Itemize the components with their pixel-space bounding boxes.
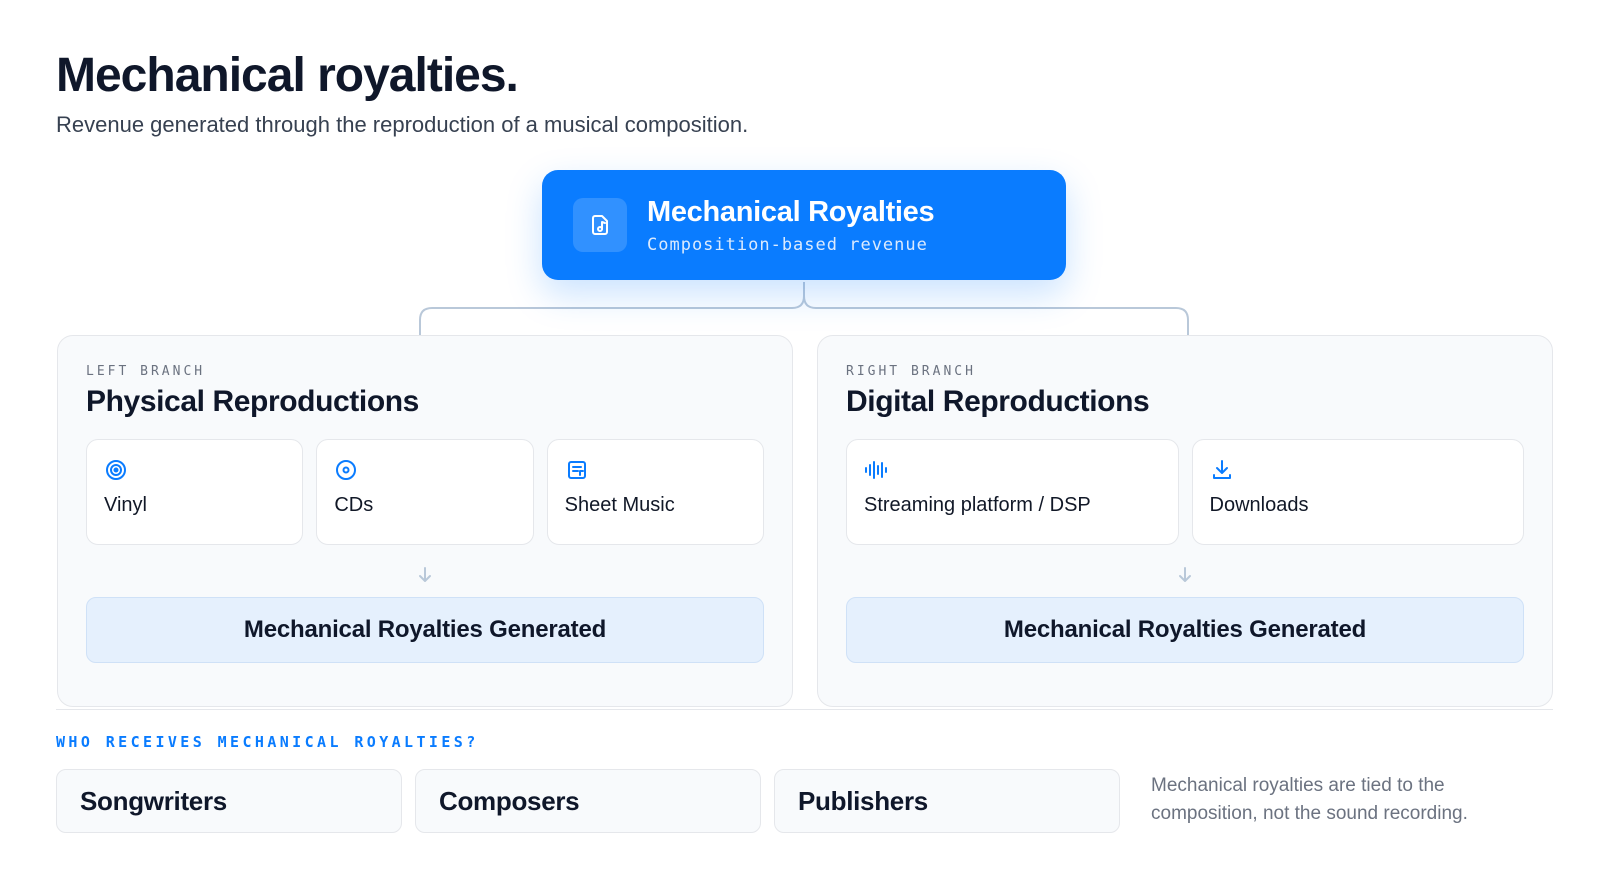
arrow-down-icon xyxy=(1179,567,1191,582)
result-mechanical-royalties-generated: Mechanical Royalties Generated xyxy=(846,597,1524,663)
root-node-title: Mechanical Royalties xyxy=(647,195,935,228)
audio-waveform-icon xyxy=(865,461,887,479)
root-node-mechanical-royalties: Mechanical Royalties Composition-based r… xyxy=(542,170,1066,280)
recipients-heading: WHO RECEIVES MECHANICAL ROYALTIES? xyxy=(56,733,479,751)
sheet-music-icon xyxy=(567,461,586,479)
page-title: Mechanical royalties. xyxy=(56,49,519,102)
branch-title: Physical Reproductions xyxy=(86,385,419,418)
root-node-subtitle: Composition-based revenue xyxy=(647,234,928,255)
item-label: Streaming platform / DSP xyxy=(864,494,1091,516)
recipient-songwriters: Songwriters xyxy=(56,769,402,833)
section-divider xyxy=(56,709,1553,710)
vinyl-record-icon xyxy=(106,460,126,480)
recipient-composers: Composers xyxy=(415,769,761,833)
item-sheet-music: Sheet Music xyxy=(546,439,764,545)
recipients-note: Mechanical royalties are tied to the com… xyxy=(1151,775,1468,824)
item-streaming: Streaming platform / DSP xyxy=(846,439,1179,545)
arrow-down-icon xyxy=(419,567,431,582)
branch-items: Vinyl CDs Sheet Music xyxy=(86,439,764,545)
item-vinyl: Vinyl xyxy=(86,439,304,545)
music-file-icon xyxy=(573,198,627,252)
branch-kicker: LEFT BRANCH xyxy=(86,364,206,379)
item-label: Downloads xyxy=(1209,494,1309,516)
item-label: CDs xyxy=(334,494,374,516)
item-downloads: Downloads xyxy=(1191,439,1524,545)
branch-items: Streaming platform / DSP Downloads xyxy=(846,439,1524,545)
download-icon xyxy=(1212,460,1231,479)
item-label: Sheet Music xyxy=(564,494,675,516)
result-mechanical-royalties-generated: Mechanical Royalties Generated xyxy=(86,597,764,663)
item-cds: CDs xyxy=(316,439,534,545)
branch-title: Digital Reproductions xyxy=(846,385,1150,418)
disc-icon xyxy=(336,460,357,480)
recipient-publishers: Publishers xyxy=(774,769,1120,833)
branch-digital-reproductions: RIGHT BRANCH Digital Reproductions Strea… xyxy=(817,335,1553,707)
page-subtitle: Revenue generated through the reproducti… xyxy=(56,112,749,137)
item-label: Vinyl xyxy=(104,494,147,516)
branch-kicker: RIGHT BRANCH xyxy=(846,364,976,379)
recipients-list: Songwriters Composers Publishers xyxy=(56,769,1120,833)
branch-physical-reproductions: LEFT BRANCH Physical Reproductions Vinyl… xyxy=(57,335,793,707)
